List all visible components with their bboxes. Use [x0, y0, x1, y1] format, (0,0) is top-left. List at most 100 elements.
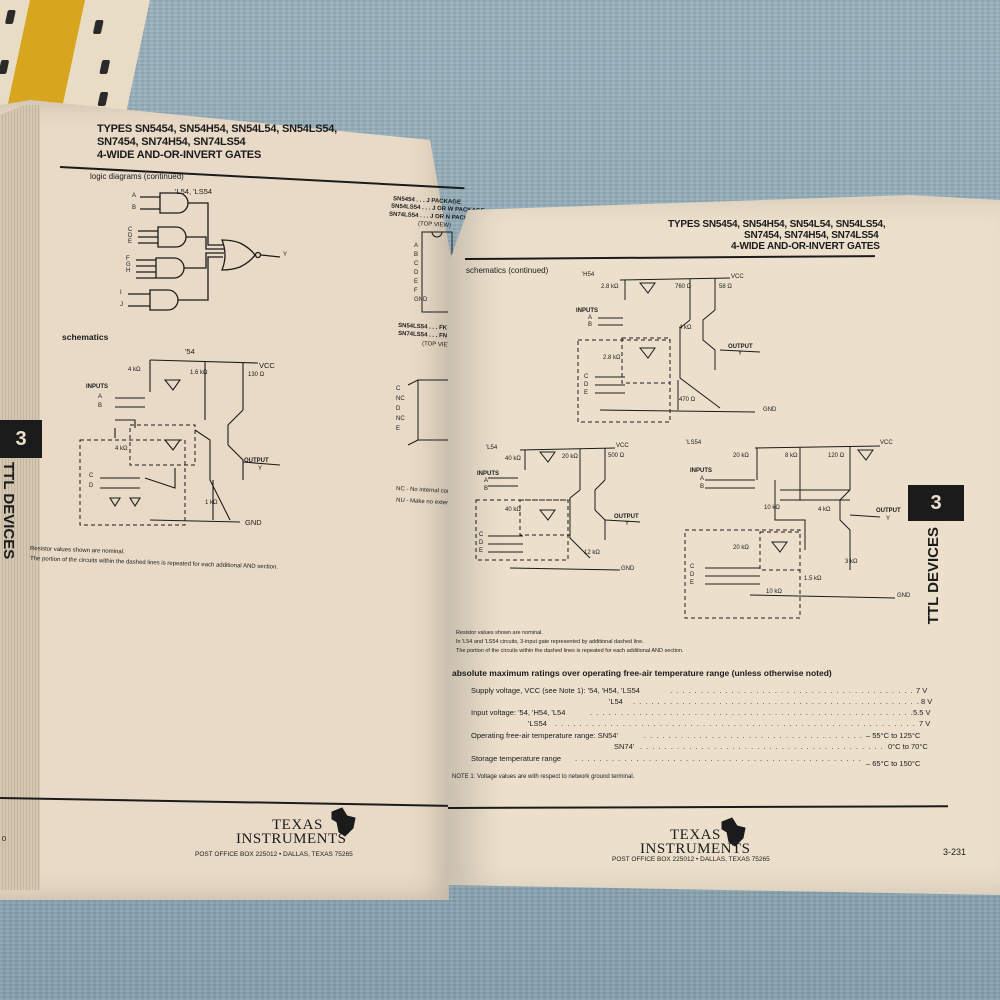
l54-y: Y: [625, 521, 630, 527]
right-ti-state-icon: [721, 817, 746, 847]
ls54-in-e: E: [690, 580, 695, 586]
ls54-r5: 4 kΩ: [818, 507, 831, 513]
left-section-label: TTL DEVICES: [0, 462, 17, 560]
right-note-1: Resistor values shown are nominal.: [456, 630, 543, 636]
h54-r3: 58 Ω: [719, 284, 732, 290]
l54-r3: 500 Ω: [608, 453, 625, 459]
h54-r6: 470 Ω: [679, 397, 696, 403]
input-d-label: D: [128, 233, 133, 239]
l54-in-b: B: [484, 486, 489, 492]
ls54-in-b: B: [700, 484, 705, 490]
input-j-label: J: [120, 302, 123, 308]
right-title-line2: SN7454, SN74H54, SN74LS54: [744, 230, 879, 241]
schematics-heading: schematics: [62, 332, 109, 342]
left-ti-state-icon: [331, 807, 356, 837]
l54-in-e: E: [479, 548, 484, 554]
rating-dots-5: . . . . . . . . . . . . . . . . . . . . …: [640, 742, 885, 751]
rating-value-6: – 65°C to 150°C: [866, 759, 921, 768]
left-section-tab: 3: [0, 420, 42, 458]
h54-in-a: A: [588, 315, 593, 321]
rating-value-3: 7 V: [919, 719, 931, 728]
logic-diagram: [128, 192, 281, 311]
input-b-label: B: [132, 205, 137, 211]
note-1-voltage: NOTE 1: Voltage values are with respect …: [452, 774, 635, 780]
input-f-label: F: [126, 256, 130, 262]
rating-value-4: – 55°C to 125°C: [866, 731, 921, 740]
l54-r2: 20 kΩ: [562, 454, 578, 460]
ls54-output: OUTPUT: [876, 508, 901, 514]
l54-in-a: A: [484, 478, 489, 484]
right-title-line3: 4-WIDE AND-OR-INVERT GATES: [731, 241, 880, 252]
input-c-label: C: [128, 227, 133, 233]
ls54-in-a: A: [700, 476, 705, 482]
right-ti-logo: TEXAS INSTRUMENTS: [640, 828, 751, 857]
h54-vcc: VCC: [731, 274, 744, 280]
h54-r4: 4 kΩ: [679, 325, 692, 331]
vcc-label-54: VCC: [259, 361, 275, 370]
l54-vcc: VCC: [616, 443, 629, 449]
l54-in-c: C: [479, 532, 484, 538]
left-page: [0, 100, 455, 900]
right-title-line1: TYPES SN5454, SN54H54, SN54L54, SN54LS54…: [668, 219, 886, 230]
ls54-in-d: D: [690, 572, 695, 578]
rating-dots-0: . . . . . . . . . . . . . . . . . . . . …: [670, 686, 922, 695]
l54-r4: 40 kΩ: [505, 507, 521, 513]
h54-in-c: C: [584, 374, 589, 380]
schematic-ls54: [684, 445, 896, 619]
left-page-number: 0: [2, 834, 7, 843]
resistor-4k-2-label: 4 kΩ: [115, 446, 128, 452]
right-logo-instruments: INSTRUMENTS: [640, 841, 751, 857]
h54-label: 'H54: [582, 272, 595, 278]
logic-diagrams-heading: logic diagrams (continued): [90, 172, 184, 181]
h54-r2: 760 Ω: [675, 284, 692, 290]
ls54-r1: 20 kΩ: [733, 453, 749, 459]
h54-output: OUTPUT: [728, 344, 753, 350]
l54-inputs: INPUTS: [477, 471, 500, 477]
ls54-r4: 10 kΩ: [764, 505, 780, 511]
right-page-number: 3-231: [943, 847, 967, 857]
ratings-heading: absolute maximum ratings over operating …: [452, 668, 832, 678]
schematic-54: [79, 359, 281, 526]
ls54-in-c: C: [690, 564, 695, 570]
rating-dots-4: . . . . . . . . . . . . . . . . . . . . …: [644, 731, 866, 740]
h54-in-e: E: [584, 390, 589, 396]
ls54-gnd: GND: [897, 593, 911, 599]
ls54-r9: 10 kΩ: [766, 589, 782, 595]
l54-r1: 40 kΩ: [505, 456, 521, 462]
schem-input-d: D: [89, 483, 94, 489]
schem-input-b: B: [98, 403, 103, 409]
rating-value-1: 8 V: [921, 697, 933, 706]
ls54-r7: 3 kΩ: [845, 559, 858, 565]
ls54-r8: 1.5 kΩ: [804, 576, 822, 582]
right-schematics-heading: schematics (continued): [466, 266, 549, 275]
input-i-label: I: [120, 290, 122, 296]
rating-label-3: 'LS54: [528, 719, 547, 728]
rating-label-2: Input voltage: '54, 'H54, 'L54: [471, 708, 566, 717]
rating-label-5: SN74': [614, 742, 635, 751]
left-logo-texas: TEXAS: [272, 817, 323, 833]
right-note-3: The portion of the circuits within the d…: [456, 648, 684, 654]
ls54-r2: 8 kΩ: [785, 453, 798, 459]
h54-inputs: INPUTS: [576, 308, 599, 314]
fk-pin-labels: C NC D NC E: [396, 386, 405, 432]
resistor-1k-label: 1 kΩ: [205, 500, 218, 506]
h54-in-b: B: [588, 322, 593, 328]
rating-value-0: 7 V: [916, 686, 928, 695]
ls54-inputs: INPUTS: [690, 468, 713, 474]
input-e-label: E: [128, 239, 133, 245]
rating-label-4: Operating free-air temperature range: SN…: [471, 731, 618, 740]
l54-gnd: GND: [621, 566, 635, 572]
right-page: [448, 195, 1000, 895]
logic-diagram-subtitle: 'L54, 'LS54: [175, 187, 213, 196]
input-a-label: A: [132, 193, 137, 199]
ls54-label: 'LS54: [686, 440, 702, 446]
gnd-label-54: GND: [245, 518, 262, 527]
rating-label-0: Supply voltage, VCC (see Note 1): '54, '…: [471, 686, 640, 695]
rating-dots-1: . . . . . . . . . . . . . . . . . . . . …: [633, 697, 923, 706]
h54-in-d: D: [584, 382, 589, 388]
ls54-y: Y: [886, 516, 891, 522]
resistor-130-label: 130 Ω: [248, 372, 265, 378]
h54-gnd: GND: [763, 407, 777, 413]
schem-input-c: C: [89, 473, 94, 479]
